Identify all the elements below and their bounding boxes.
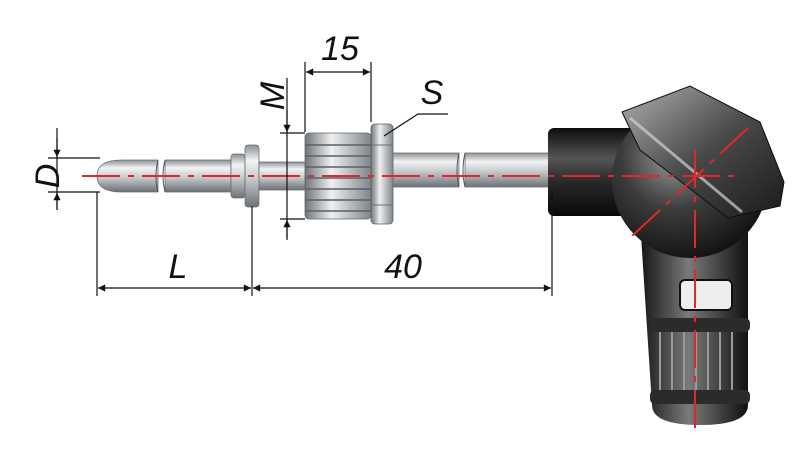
dimension-lines bbox=[48, 62, 553, 296]
rod-to-housing bbox=[464, 152, 554, 188]
nut-body bbox=[370, 123, 394, 225]
label-40: 40 bbox=[384, 248, 422, 286]
probe-tip bbox=[96, 159, 159, 193]
gland-label bbox=[679, 279, 733, 311]
probe-extension bbox=[392, 152, 554, 188]
rod-after-nut bbox=[392, 152, 460, 188]
connection-head bbox=[548, 85, 785, 425]
label-15: 15 bbox=[321, 30, 359, 68]
hex-nut bbox=[370, 123, 394, 225]
gland-ring bbox=[650, 318, 750, 332]
break-mark bbox=[456, 152, 460, 188]
label-d: D bbox=[29, 164, 67, 189]
break-mark bbox=[462, 152, 466, 188]
thread-grooves bbox=[305, 144, 371, 212]
label-m: M bbox=[254, 81, 292, 110]
label-l: L bbox=[169, 248, 188, 286]
diagonal-axis bbox=[631, 127, 749, 237]
dim-s-leader bbox=[383, 113, 448, 137]
housing-cap bbox=[621, 85, 785, 219]
gland-ring bbox=[650, 390, 750, 404]
label-s: S bbox=[421, 74, 444, 112]
cap-rim bbox=[629, 116, 743, 214]
center-lines bbox=[82, 127, 749, 430]
